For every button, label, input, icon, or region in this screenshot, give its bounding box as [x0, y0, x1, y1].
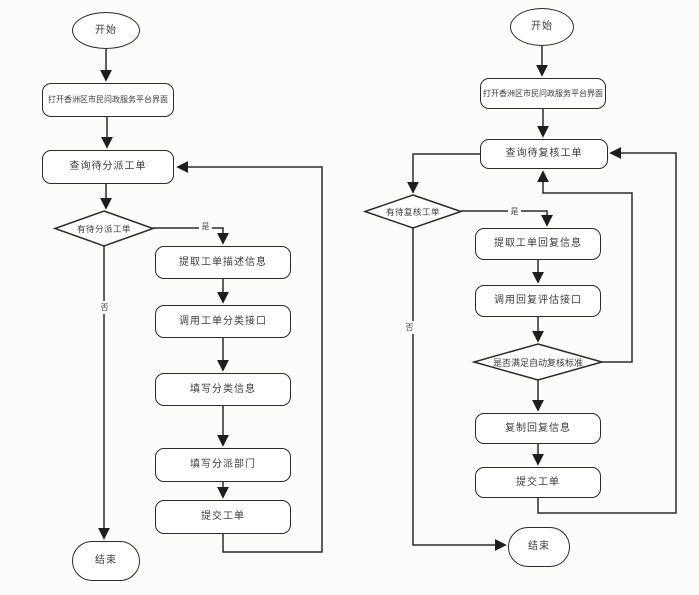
node-right-start: 开始	[510, 8, 574, 46]
node-left-query-pending: 查询待分派工单	[42, 150, 174, 184]
label-right-has-pending: 有待复核工单	[385, 207, 440, 218]
edge-right-query-decision	[407, 153, 480, 194]
node-left-extract-description: 提取工单描述信息	[155, 246, 291, 279]
node-right-call-evaluate-api: 调用回复评估接口	[475, 285, 601, 317]
label-left-has-pending: 有待分派工单	[76, 224, 131, 235]
edge-label-right-no: 否	[403, 321, 416, 334]
diamond-right-meets-criteria	[471, 343, 605, 381]
node-left-call-classify-api: 调用工单分类接口	[155, 305, 291, 338]
node-right-copy-reply: 复制回复信息	[475, 413, 601, 444]
diamond-right-has-pending	[362, 194, 464, 229]
node-right-end: 结束	[508, 527, 570, 567]
edge-left-decision-yes	[153, 227, 229, 245]
edge-label-right-yes: 是	[508, 205, 521, 218]
node-left-fill-category: 填写分类信息	[155, 373, 291, 406]
node-right-extract-reply: 提取工单回复信息	[475, 228, 601, 260]
edge-label-left-no: 否	[98, 301, 111, 314]
edge-right-criteria-loop-query	[537, 170, 633, 363]
node-left-open-platform: 打开香洲区市民问政服务平台界面	[42, 83, 174, 117]
node-left-fill-department: 填写分派部门	[155, 448, 291, 482]
node-right-open-platform: 打开香洲区市民问政服务平台界面	[480, 78, 606, 109]
edge-right-decision-yes	[461, 210, 553, 227]
edge-right-submit-loop-query	[537, 147, 677, 514]
node-left-start: 开始	[72, 12, 140, 49]
node-left-end: 结束	[72, 541, 140, 581]
edge-left-submit-loop-query	[176, 161, 323, 553]
node-right-submit-ticket: 提交工单	[475, 467, 601, 498]
diamond-left-has-pending	[52, 210, 156, 247]
edge-label-left-yes: 是	[199, 220, 212, 233]
node-right-query-review: 查询待复核工单	[480, 139, 608, 169]
label-right-meets-criteria: 是否满足自动复核标准	[492, 358, 583, 369]
node-left-submit-ticket: 提交工单	[155, 500, 291, 534]
